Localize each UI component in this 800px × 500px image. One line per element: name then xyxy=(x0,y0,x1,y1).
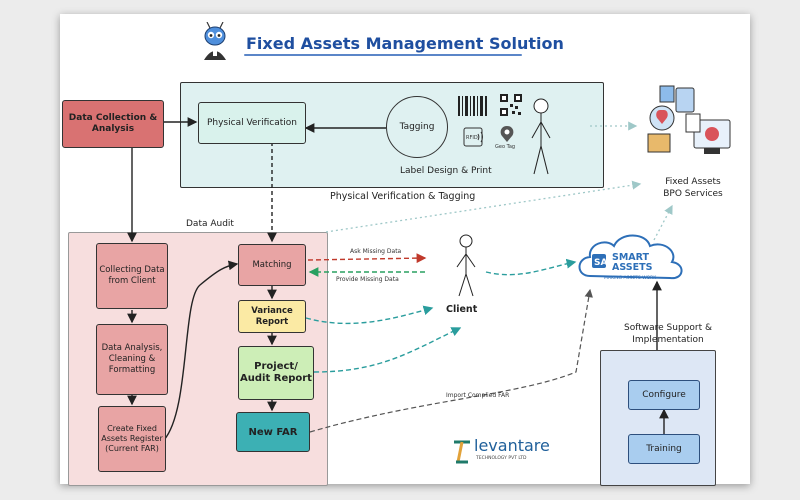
smart-assets-cloud: SA xyxy=(574,226,686,286)
variance-report-node: Variance Report xyxy=(238,300,306,333)
arrow-newfar-to-smart xyxy=(309,288,593,433)
title-underline xyxy=(244,54,522,56)
bpo-services-illustration xyxy=(640,84,740,174)
smart-assets-tagline: MAKING ASSETS WORK xyxy=(604,276,657,281)
arrow-far-to-matching xyxy=(163,260,239,441)
data-collection-node: Data Collection & Analysis xyxy=(62,100,164,148)
arrow-ask-missing xyxy=(307,253,427,264)
data-analysis-node: Data Analysis, Cleaning & Formatting xyxy=(96,324,168,395)
physical-verification-node: Physical Verification xyxy=(198,102,306,144)
collecting-data-node: Collecting Data from Client xyxy=(96,243,168,309)
training-button[interactable]: Training xyxy=(628,434,700,464)
operator-figure-icon xyxy=(528,98,554,176)
levantare-logo: levantare TECHNOLOGY PVT LTD xyxy=(452,436,572,470)
matching-node: Matching xyxy=(238,244,306,286)
software-support-label: Software Support & Implementation xyxy=(624,323,712,345)
diagram-title: Fixed Assets Management Solution xyxy=(246,34,564,53)
qr-code-icon xyxy=(500,94,522,116)
arrow-smart-to-bpo xyxy=(653,204,673,241)
project-audit-report-node: Project/ Audit Report xyxy=(238,346,314,400)
rfid-icon: RFID xyxy=(462,124,488,150)
barcode-icon xyxy=(458,96,488,116)
svg-text:SA: SA xyxy=(594,258,607,268)
arrow-variance-to-client xyxy=(305,305,434,325)
configure-button[interactable]: Configure xyxy=(628,380,700,410)
create-far-node: Create Fixed Assets Register (Current FA… xyxy=(98,406,166,472)
levantare-tagline: TECHNOLOGY PVT LTD xyxy=(476,456,527,461)
geo-tag-icon: Geo Tag xyxy=(494,124,520,154)
smart-assets-wordmark: SMART ASSETS xyxy=(612,252,653,273)
tagging-node: Tagging xyxy=(386,96,448,158)
data-audit-label: Data Audit xyxy=(186,219,234,229)
label-design-caption: Label Design & Print xyxy=(400,166,492,176)
pv-tagging-caption: Physical Verification & Tagging xyxy=(330,191,476,202)
new-far-node: New FAR xyxy=(236,412,310,452)
client-figure-icon xyxy=(454,234,478,298)
bpo-services-label: Fixed Assets BPO Services xyxy=(663,177,723,199)
ask-missing-caption: Ask Missing Data xyxy=(350,248,402,255)
import-far-caption: Import Complied FAR xyxy=(446,392,510,399)
provide-missing-caption: Provide Missing Data xyxy=(336,276,399,283)
arrow-project-to-client xyxy=(313,327,462,373)
levantare-name: levantare xyxy=(474,436,550,455)
client-label: Client xyxy=(446,304,478,315)
mascot-icon xyxy=(198,21,232,60)
arrow-client-to-smart xyxy=(485,258,577,276)
